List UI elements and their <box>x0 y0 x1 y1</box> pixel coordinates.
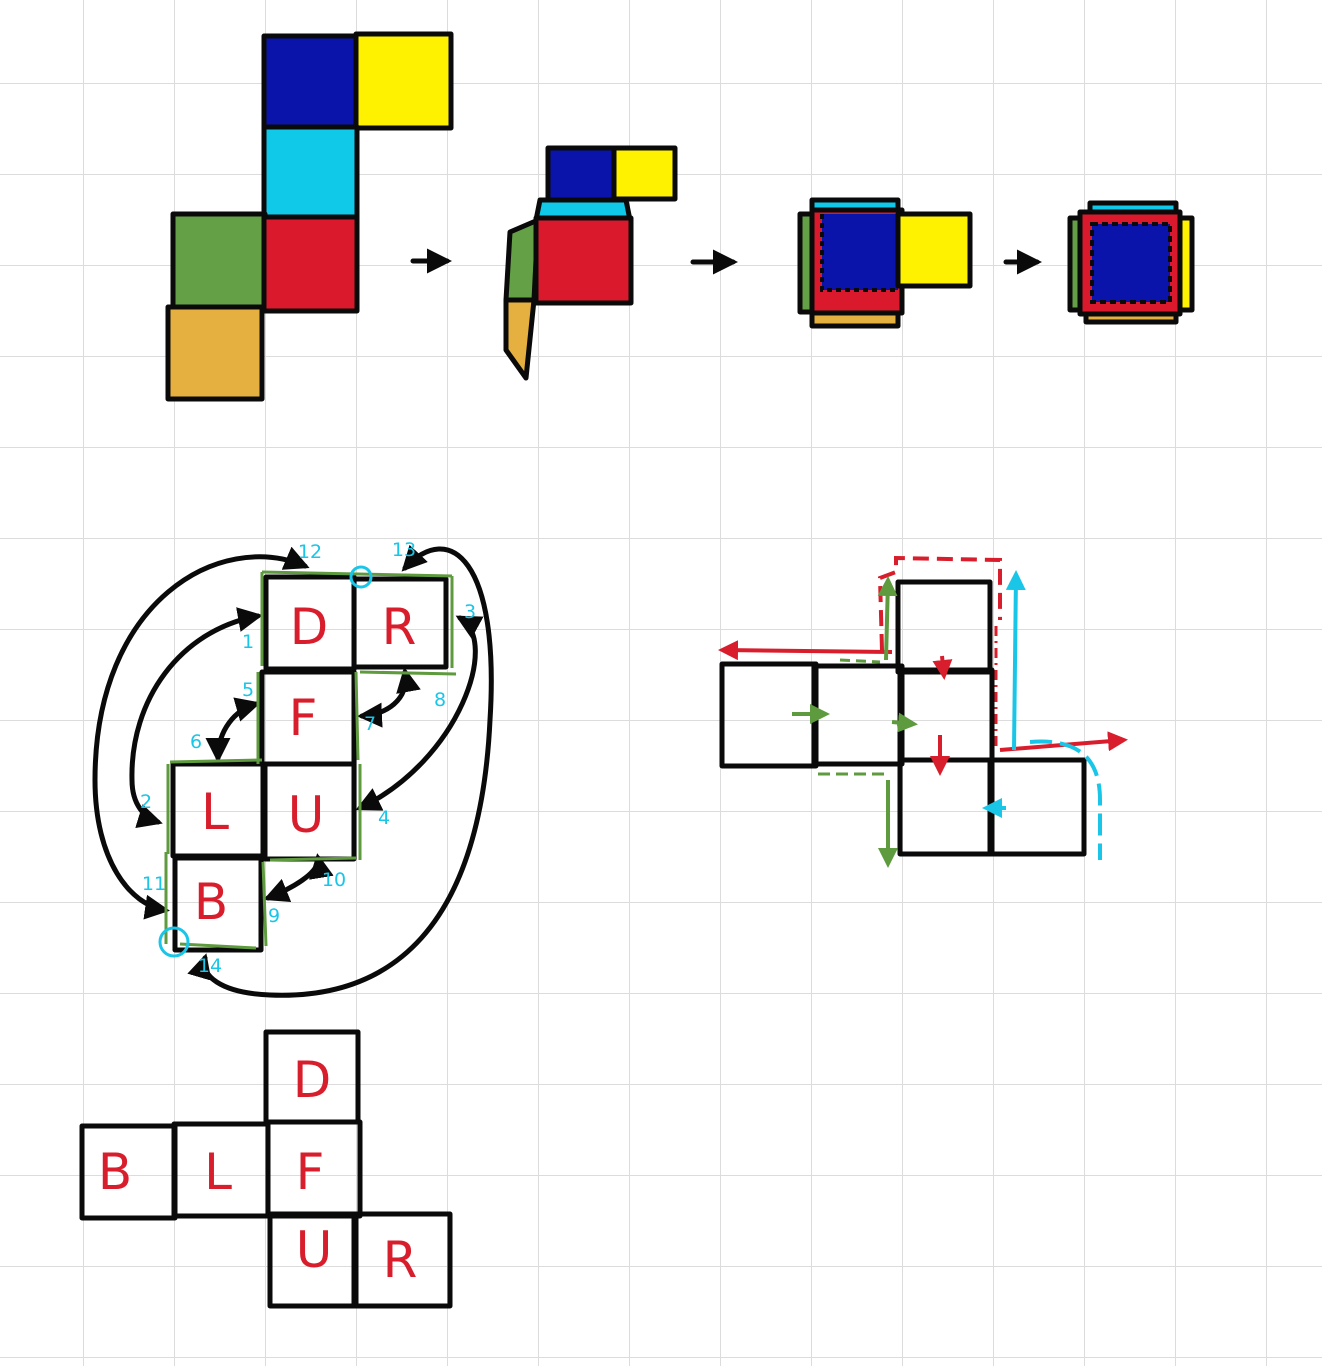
cross-label-l: L <box>204 1143 232 1201</box>
green-edge-marks <box>164 570 457 950</box>
arrow-annotated-net <box>718 555 1128 868</box>
edge-number-7: 7 <box>364 713 376 735</box>
partially-folded-cube <box>503 145 678 381</box>
net-square-cyan <box>261 124 360 222</box>
edge-number-14: 14 <box>198 955 222 977</box>
face-label-r: R <box>382 598 417 656</box>
face-label-b: B <box>194 873 228 931</box>
net-square-orange <box>165 304 265 402</box>
loop-5-6 <box>205 697 261 763</box>
closed-cube <box>1067 200 1195 325</box>
cross-label-u: U <box>296 1221 333 1279</box>
face-label-f: F <box>289 689 318 747</box>
edge-number-6: 6 <box>190 731 202 753</box>
face-b-square <box>172 855 264 953</box>
edge-number-11: 11 <box>142 873 166 895</box>
cross-face-r <box>351 1211 453 1309</box>
svg-text:→: → <box>0 0 1 1</box>
origin-marker-top <box>349 565 373 589</box>
cross-label-d: D <box>293 1051 332 1109</box>
fold-arrow-1: → <box>0 0 452 274</box>
loop-7-8 <box>357 667 421 728</box>
origin-marker-bottom <box>158 926 190 958</box>
loop-9-10 <box>263 853 334 903</box>
edge-number-9: 9 <box>268 905 280 927</box>
face-label-l: L <box>201 783 229 841</box>
face-label-d: D <box>290 598 329 656</box>
net-square-yellow <box>353 31 454 131</box>
loop-13 <box>187 544 494 998</box>
edge-number-2: 2 <box>140 791 152 813</box>
fold2-navy <box>545 145 617 203</box>
colored-cube-net <box>165 31 454 402</box>
numbered-net: D R F L U B 1 2 3 4 5 6 7 8 9 10 11 12 1… <box>92 539 494 998</box>
fold4-navy-face <box>1090 222 1172 304</box>
fold3-navy-top <box>822 214 898 290</box>
face-r-square <box>351 576 449 670</box>
fold2-yellow <box>611 145 678 202</box>
arrow-net-cell-mid <box>811 663 905 767</box>
edge-number-1: 1 <box>242 631 254 653</box>
edge-number-8: 8 <box>434 689 446 711</box>
cross-label-r: R <box>383 1231 418 1289</box>
edge-number-12: 12 <box>298 541 322 563</box>
cross-label-f: F <box>296 1143 325 1201</box>
edge-number-13: 13 <box>392 539 416 561</box>
net-square-red <box>261 214 360 314</box>
nearly-closed-cube <box>797 197 973 329</box>
loop-3-4 <box>355 615 484 811</box>
arrow-net-cell-center <box>897 667 995 763</box>
fold2-orange-flap <box>503 297 537 381</box>
net-square-green <box>170 211 268 312</box>
cross-label-b: B <box>98 1143 132 1201</box>
edge-number-10: 10 <box>322 869 346 891</box>
fold3-yellow-lid <box>895 211 973 289</box>
loop-1-2 <box>129 607 263 829</box>
fold2-green-side <box>503 217 541 303</box>
edge-number-3: 3 <box>464 601 476 623</box>
fold2-red <box>533 215 634 306</box>
net-square-navy <box>261 33 360 131</box>
cross-net: D B L F U R <box>79 1029 453 1309</box>
face-label-u: U <box>288 786 325 844</box>
arrow-net-cell-bottom <box>897 757 995 857</box>
edge-number-5: 5 <box>242 679 254 701</box>
edge-number-4: 4 <box>378 807 390 829</box>
